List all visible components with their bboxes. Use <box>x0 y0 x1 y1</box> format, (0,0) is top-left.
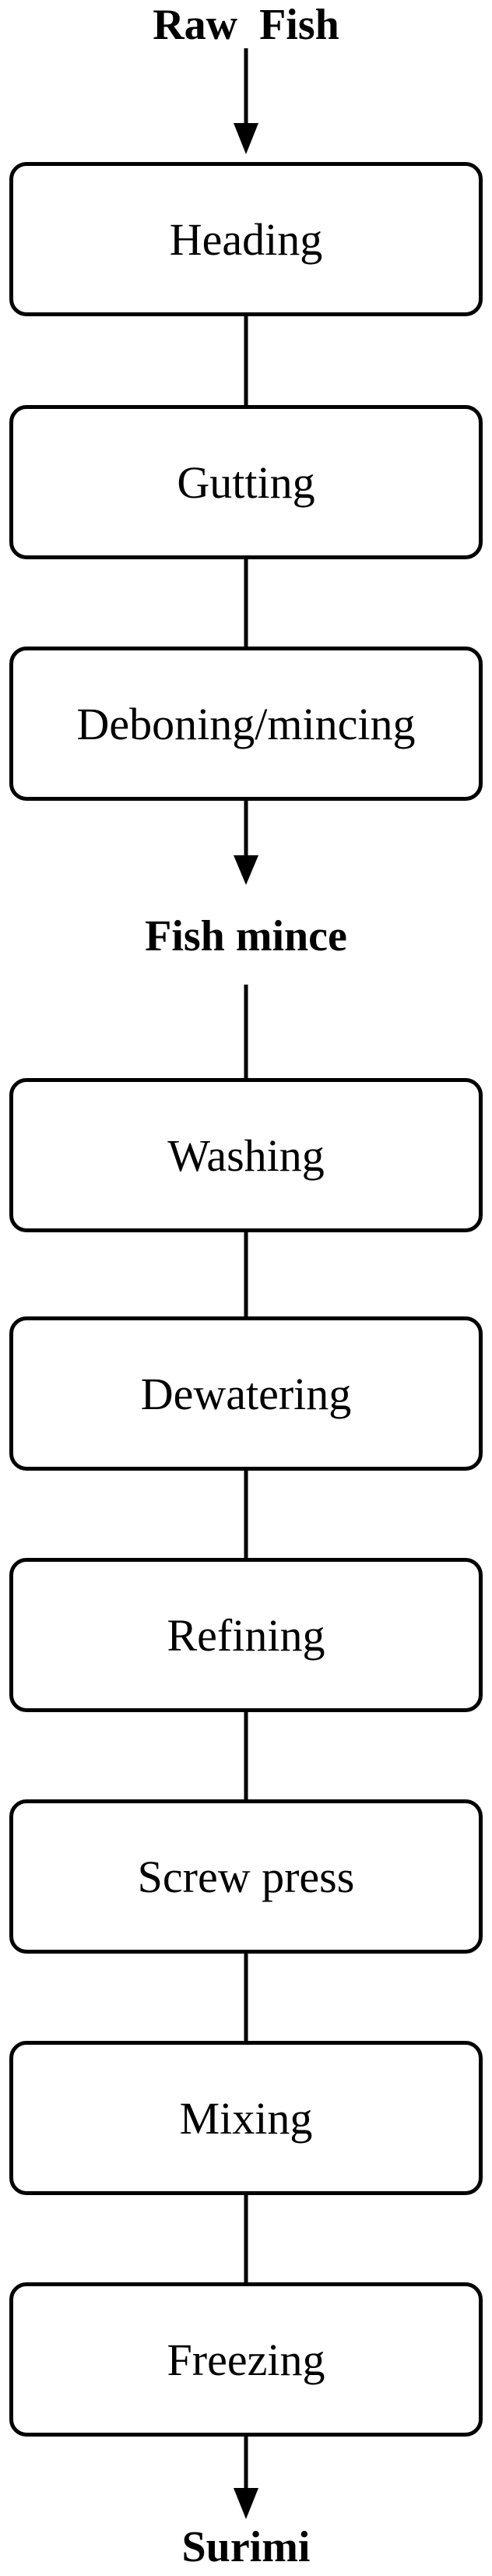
step-box-mixing: Mixing <box>9 2041 483 2195</box>
step-label: Deboning/mincing <box>76 698 416 749</box>
step-label: Washing <box>167 1129 325 1181</box>
arrowhead-1 <box>234 123 258 154</box>
step-label: Freezing <box>167 2334 325 2385</box>
step-label: Screw press <box>137 1851 355 1902</box>
intermediate-label: Fish mince <box>145 912 347 960</box>
step-box-screw-press: Screw press <box>9 1799 483 1954</box>
step-box-refining: Refining <box>9 1558 483 1712</box>
step-label: Gutting <box>177 456 315 508</box>
start-label: Raw Fish <box>153 1 339 49</box>
step-label: Heading <box>169 213 323 265</box>
end-label: Surimi <box>181 2523 311 2571</box>
step-box-gutting: Gutting <box>9 405 483 559</box>
step-label: Refining <box>167 1609 325 1661</box>
step-box-washing: Washing <box>9 1078 483 1232</box>
arrowhead-3 <box>234 2488 258 2519</box>
step-box-dewatering: Dewatering <box>9 1316 483 1471</box>
arrowhead-2 <box>234 855 258 885</box>
step-box-freezing: Freezing <box>9 2282 483 2437</box>
step-box-heading: Heading <box>9 162 483 316</box>
step-label: Dewatering <box>140 1368 352 1419</box>
step-label: Mixing <box>179 2092 313 2144</box>
step-box-deboning-mincing: Deboning/mincing <box>9 647 483 801</box>
